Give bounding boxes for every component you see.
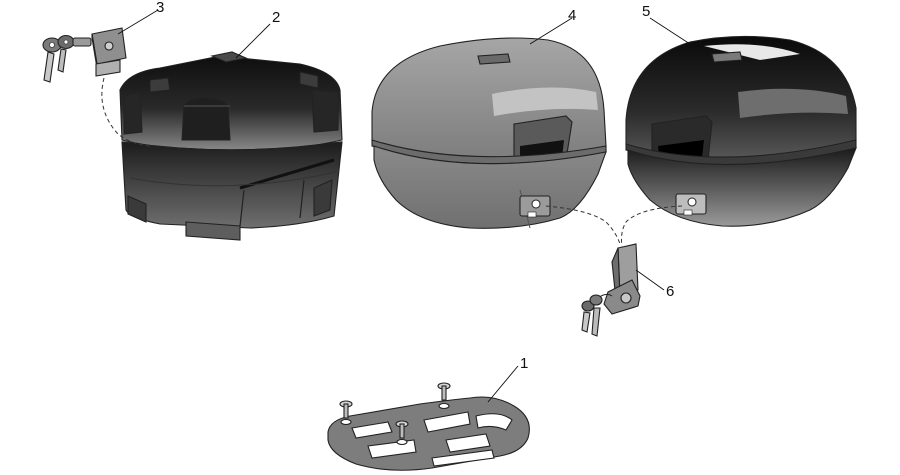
bolt-icon <box>395 420 409 446</box>
callout-3: 3 <box>156 0 164 16</box>
black-top-case-icon <box>625 35 857 227</box>
mounting-plate-icon <box>327 382 530 471</box>
callout-5-leader <box>649 17 691 45</box>
key-lock-icon <box>42 27 127 83</box>
callout-6: 6 <box>666 283 674 300</box>
callout-5: 5 <box>642 3 650 20</box>
small-top-case-icon <box>119 51 343 241</box>
callout-1-leader <box>487 365 519 403</box>
callout-2: 2 <box>272 9 280 26</box>
callout-2-leader <box>235 23 271 59</box>
callout-4: 4 <box>568 7 576 24</box>
callout-6-leader <box>635 269 665 291</box>
key-icon <box>42 34 92 83</box>
assembly-dashed-line <box>545 205 621 245</box>
assembly-dashed-line <box>101 77 151 147</box>
callout-1: 1 <box>520 355 528 372</box>
callout-3-leader <box>117 9 159 35</box>
callout-4-leader <box>529 17 573 45</box>
grey-top-case-icon <box>371 37 607 229</box>
assembly-dashed-line <box>621 205 683 247</box>
lock-cylinder-icon <box>91 27 127 77</box>
bolt-icon <box>339 400 353 426</box>
lock-bracket-icon <box>581 243 641 337</box>
bolt-icon <box>437 382 451 410</box>
